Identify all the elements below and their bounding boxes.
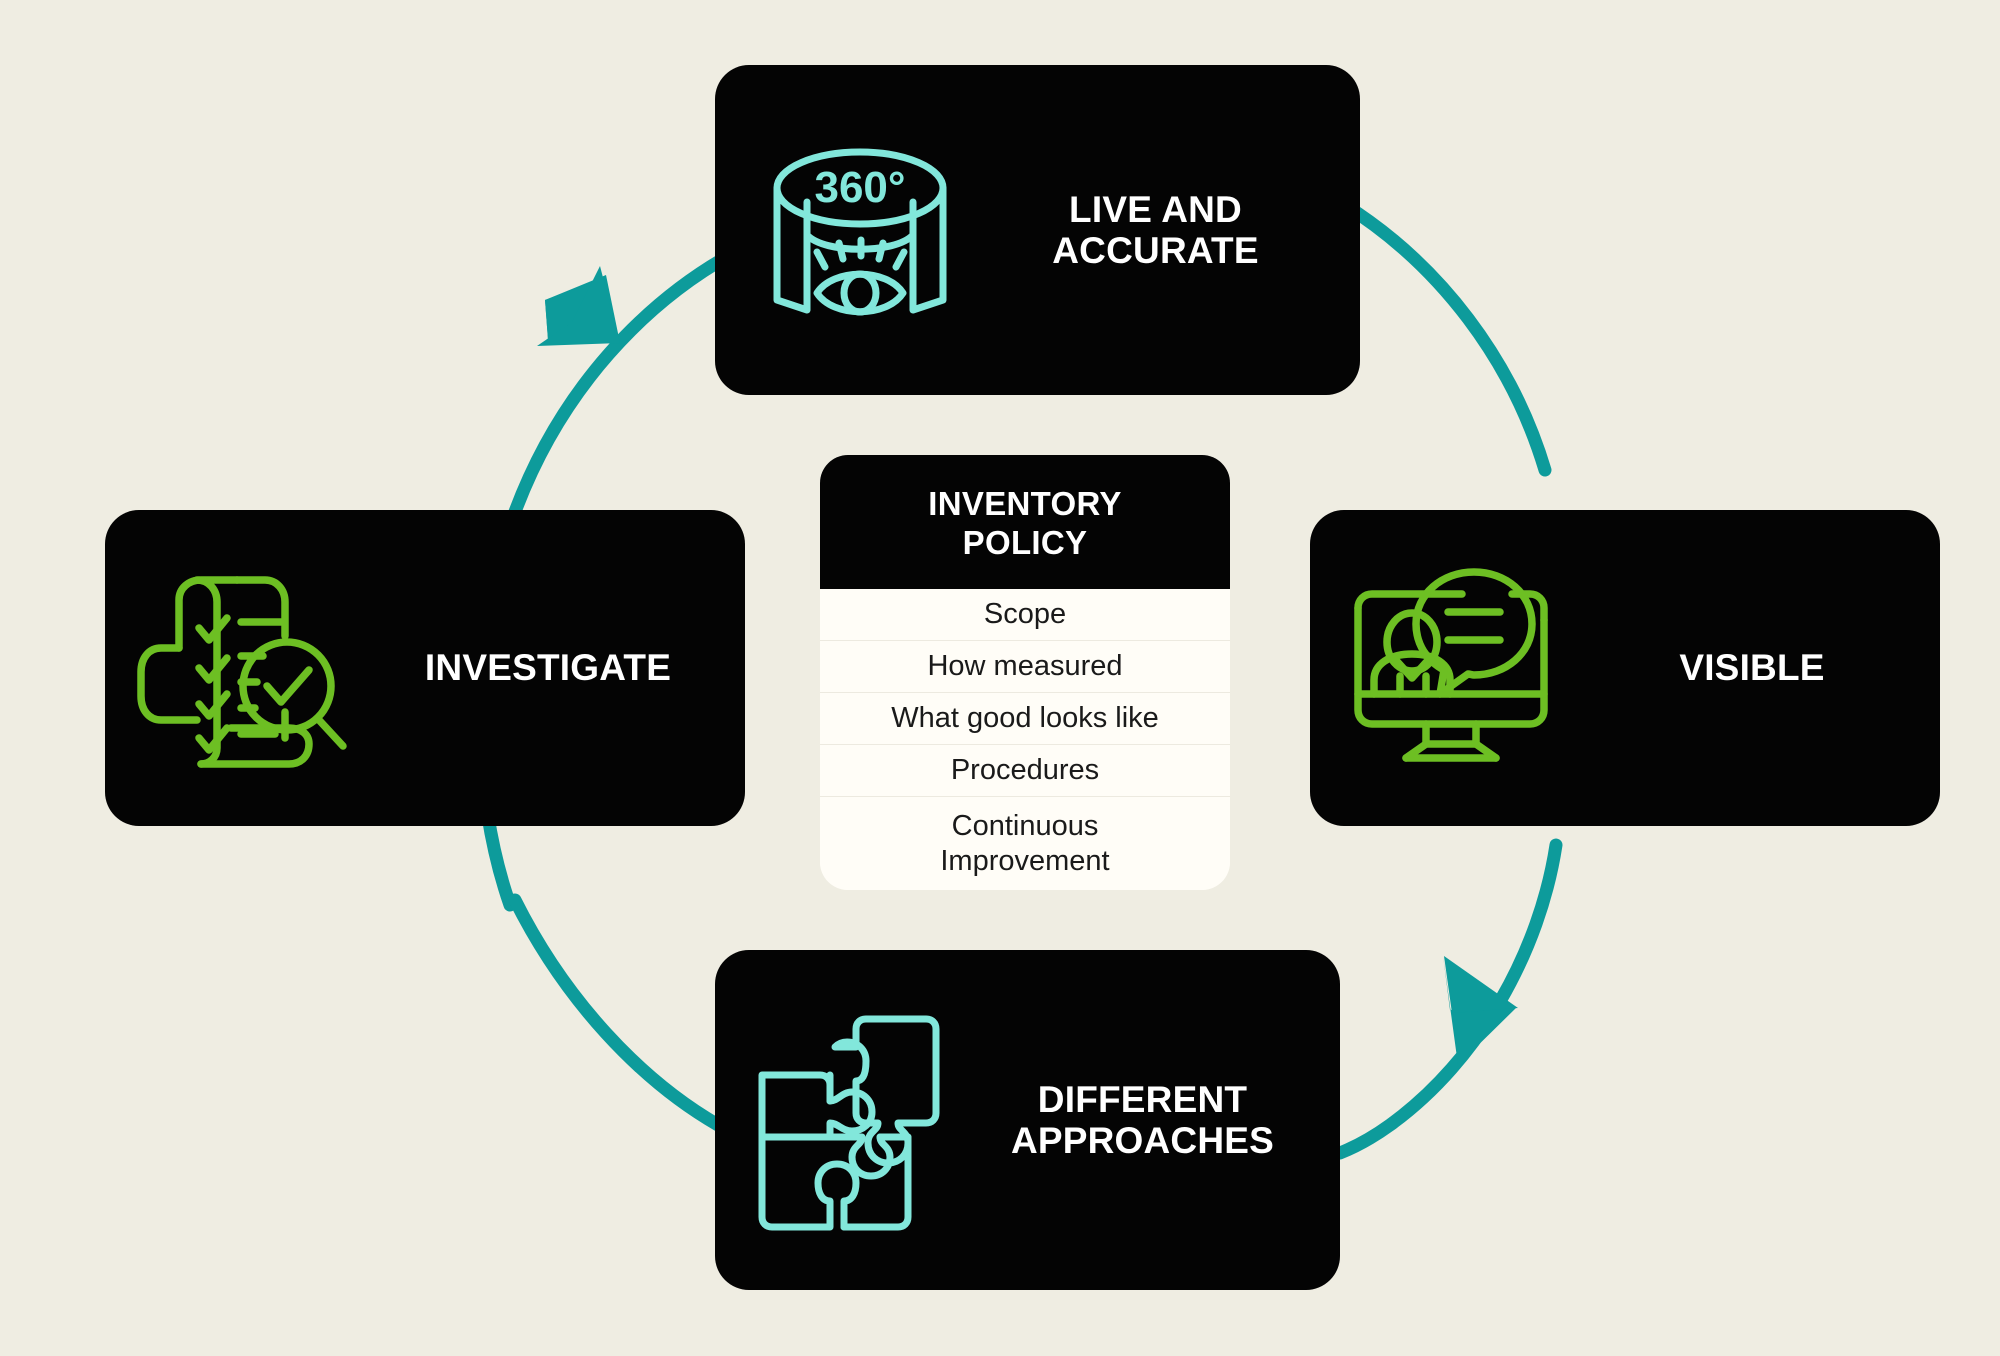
arrowhead-bottom-right-fill [1444, 956, 1518, 1013]
list-item[interactable]: Procedures [820, 745, 1230, 798]
360-degree-eye-icon: 360° [749, 130, 971, 330]
node-label-investigate: INVESTIGATE [424, 647, 672, 689]
checklist-scroll-magnifier-icon [127, 552, 375, 784]
list-item[interactable]: Scope [820, 589, 1230, 641]
arc-left-down [508, 893, 725, 1132]
list-item[interactable]: Continuous Improvement [940, 810, 1110, 877]
list-item[interactable]: How measured [820, 641, 1230, 693]
arrowhead-bottom-right [1443, 955, 1517, 1065]
node-card-visible[interactable]: VISIBLE [1310, 510, 1940, 826]
list-item[interactable]: What good looks like [820, 693, 1230, 746]
monitor-person-speech-bubble-icon [1334, 558, 1584, 778]
arrowhead-top-left-icon [545, 275, 620, 343]
inventory-policy-title: INVENTORY POLICY [820, 455, 1230, 589]
node-card-investigate[interactable]: INVESTIGATE [105, 510, 745, 826]
node-card-live-and-accurate[interactable]: 360° LIVE AND ACCURATE [715, 65, 1360, 395]
node-label-live-and-accurate: LIVE AND ACCURATE [1052, 188, 1259, 271]
arrowhead-top-left [537, 266, 620, 346]
inventory-policy-card[interactable]: INVENTORY POLICY Scope How measured What… [820, 455, 1230, 890]
inventory-policy-list: Scope How measured What good looks like … [820, 588, 1230, 890]
puzzle-pieces-icon [741, 1005, 967, 1235]
node-label-different-approaches: DIFFERENT APPROACHES [1010, 1078, 1275, 1161]
360-degree-label: 360° [814, 163, 905, 212]
node-card-different-approaches[interactable]: DIFFERENT APPROACHES [715, 950, 1340, 1290]
arc-right-up [1338, 198, 1552, 477]
node-label-visible: VISIBLE [1679, 647, 1825, 689]
arc-right-down [1333, 838, 1563, 1160]
arrowhead-top-left-barb [545, 278, 614, 340]
